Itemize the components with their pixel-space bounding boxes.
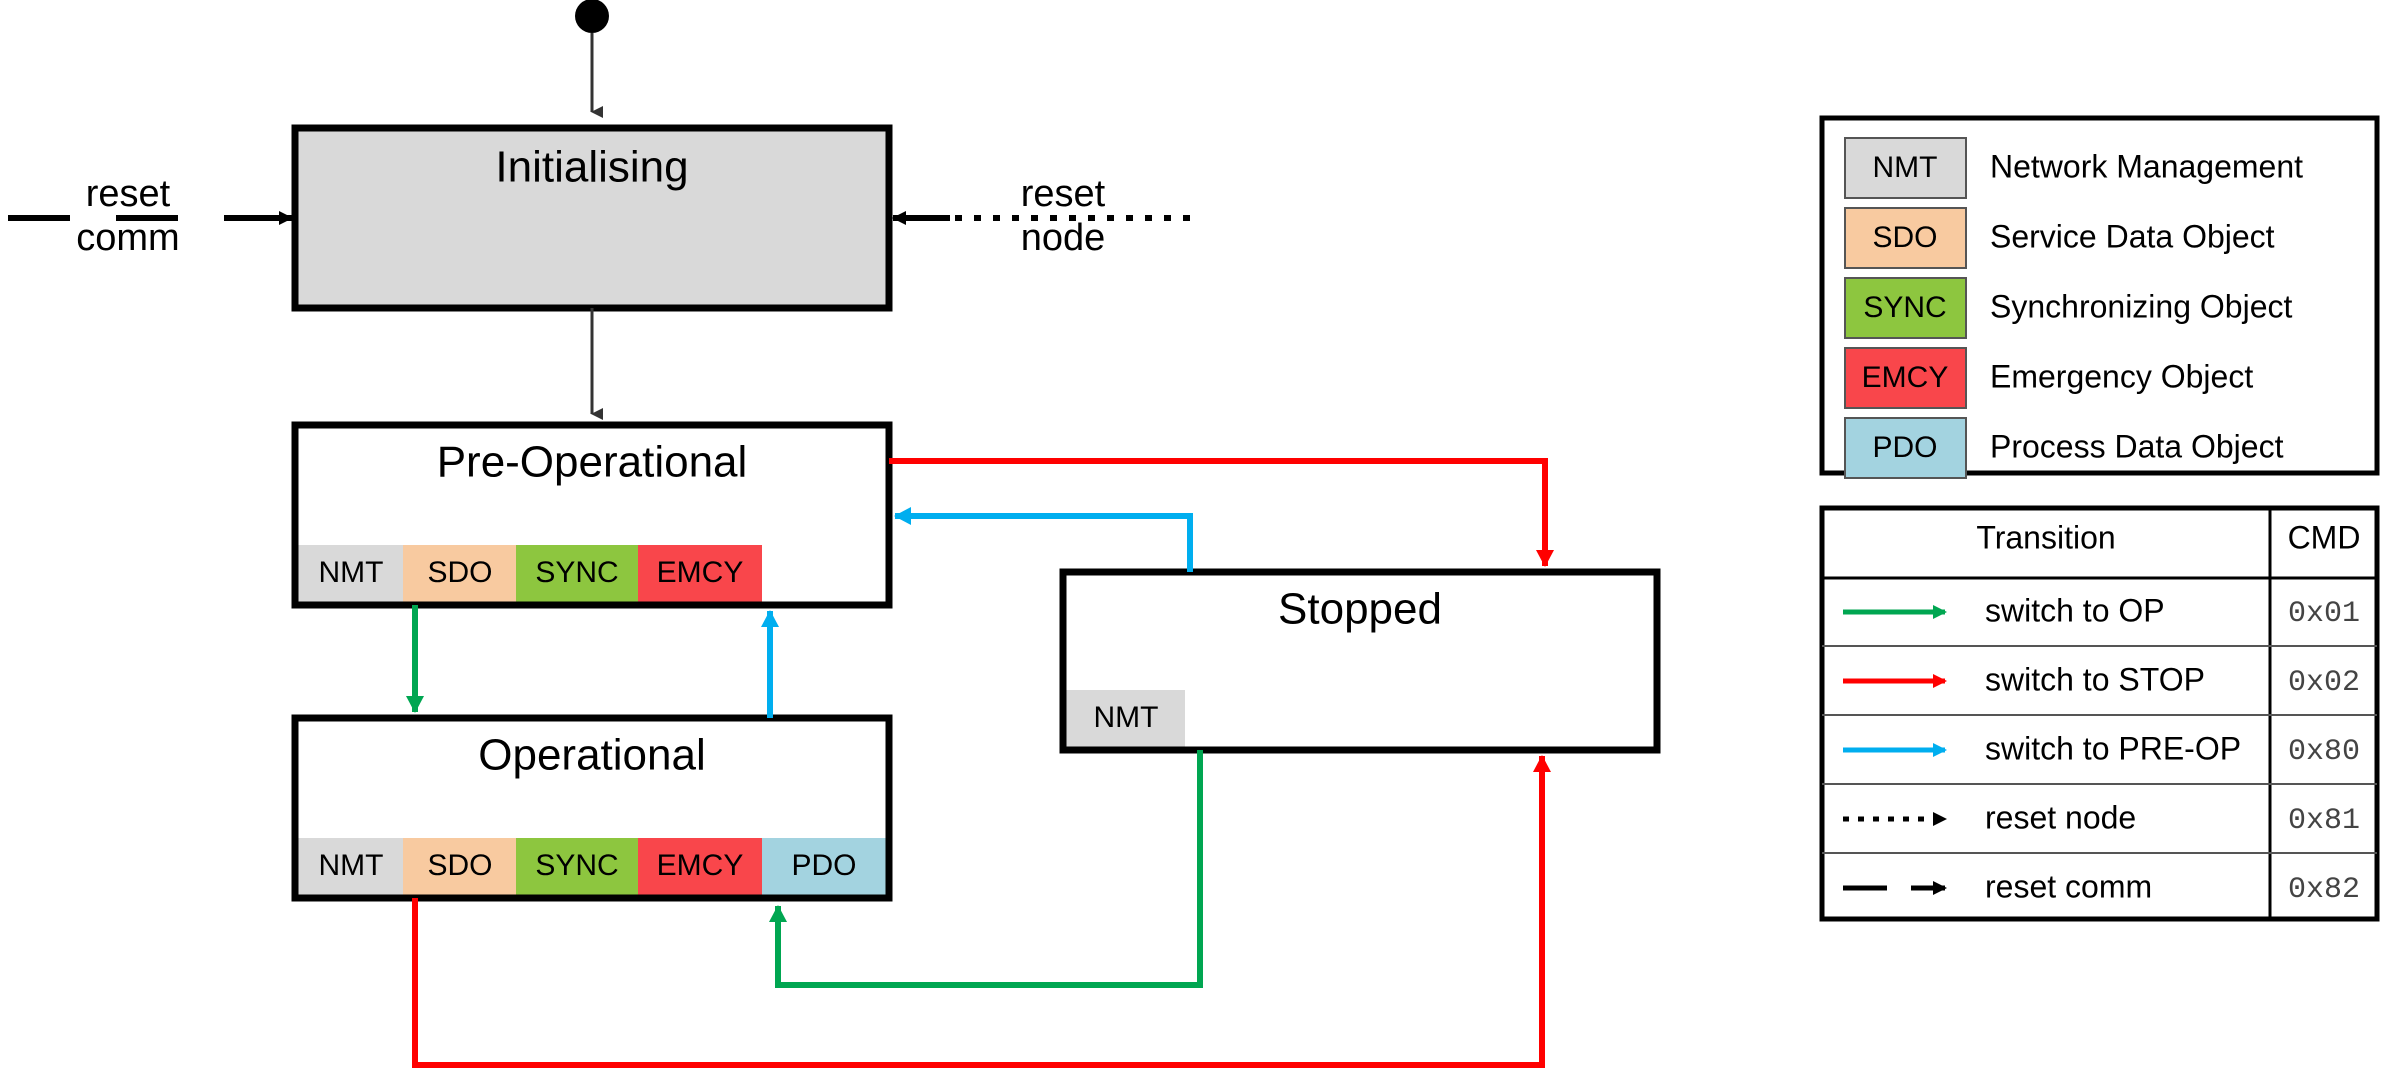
table-row: reset comm 0x82 bbox=[1843, 868, 2360, 907]
legend-abbr-nmt: NMT bbox=[1873, 151, 1938, 184]
state-stopped-label: Stopped bbox=[1278, 585, 1442, 634]
state-operational-services: NMT SDO SYNC EMCY PDO bbox=[298, 838, 886, 895]
table-header-cmd: CMD bbox=[2288, 519, 2361, 555]
legend-abbr-sync: SYNC bbox=[1863, 291, 1946, 324]
edge-preop-to-stopped bbox=[889, 458, 1554, 567]
badge-emcy-label: EMCY bbox=[657, 556, 744, 589]
badge-sdo bbox=[403, 838, 516, 895]
state-pre-operational[interactable]: NMT SDO SYNC EMCY Pre-Operational bbox=[291, 421, 893, 609]
badge-emcy bbox=[638, 545, 762, 602]
badge-nmt-label: NMT bbox=[319, 556, 384, 589]
state-operational-label: Operational bbox=[478, 731, 705, 780]
edge-reset-node-label-line2: node bbox=[1021, 217, 1106, 259]
badge-nmt bbox=[298, 545, 403, 602]
edge-reset-comm: reset comm bbox=[8, 173, 293, 259]
table-cmd-switch-to-pre-op: 0x80 bbox=[2288, 735, 2360, 769]
legend-desc-sync: Synchronizing Object bbox=[1990, 288, 2292, 324]
badge-sync-label: SYNC bbox=[535, 556, 618, 589]
table-cmd-reset-comm: 0x82 bbox=[2288, 873, 2360, 907]
state-stopped-services: NMT bbox=[1066, 690, 1185, 747]
table-row: switch to PRE-OP 0x80 bbox=[1843, 730, 2360, 769]
badge-sync-label: SYNC bbox=[535, 849, 618, 882]
legend-swatch-nmt bbox=[1844, 137, 1967, 199]
state-operational-border bbox=[291, 714, 893, 902]
badge-nmt-label: NMT bbox=[1094, 701, 1159, 734]
state-pre-operational-label: Pre-Operational bbox=[437, 438, 748, 487]
legend-row: SDO Service Data Object bbox=[1844, 207, 2275, 269]
state-stopped[interactable]: NMT Stopped bbox=[1059, 568, 1661, 754]
edge-reset-comm-label-line1: reset bbox=[86, 173, 171, 215]
legend-swatch-pdo bbox=[1844, 417, 1967, 479]
state-pre-operational-services: NMT SDO SYNC EMCY bbox=[298, 545, 762, 602]
legend-swatch-emcy bbox=[1844, 347, 1967, 409]
edge-op-to-stopped bbox=[412, 755, 1551, 1068]
badge-sdo-label: SDO bbox=[427, 849, 492, 882]
state-pre-operational-border bbox=[291, 421, 893, 609]
edge-stopped-to-preop bbox=[894, 507, 1193, 572]
state-initialising[interactable]: Initialising bbox=[291, 124, 893, 312]
table-row: switch to STOP 0x02 bbox=[1843, 661, 2360, 700]
legend-abbr-pdo: PDO bbox=[1872, 431, 1937, 464]
edge-stopped-to-op bbox=[769, 750, 1203, 988]
legend-abbr-emcy: EMCY bbox=[1862, 361, 1949, 394]
badge-sync bbox=[516, 838, 638, 895]
legend-desc-emcy: Emergency Object bbox=[1990, 358, 2253, 394]
badge-nmt bbox=[1066, 690, 1185, 747]
transition-table-border bbox=[1819, 505, 2380, 922]
badge-sync bbox=[516, 545, 638, 602]
badge-emcy-label: EMCY bbox=[657, 849, 744, 882]
badge-nmt-label: NMT bbox=[319, 849, 384, 882]
state-stopped-border bbox=[1059, 568, 1661, 754]
legend-row: PDO Process Data Object bbox=[1844, 417, 2284, 479]
badge-emcy bbox=[638, 838, 762, 895]
initial-state-dot bbox=[575, 0, 609, 33]
table-row: switch to OP 0x01 bbox=[1843, 592, 2360, 631]
table-label-switch-to-stop: switch to STOP bbox=[1985, 661, 2205, 697]
table-label-reset-comm: reset comm bbox=[1985, 868, 2152, 904]
initial-state-marker bbox=[575, 0, 609, 118]
table-label-reset-node: reset node bbox=[1985, 799, 2136, 835]
table-cmd-reset-node: 0x81 bbox=[2288, 804, 2360, 838]
transition-table: Transition CMD switch to OP 0x01 switch … bbox=[1819, 505, 2380, 922]
legend-swatch-sdo bbox=[1844, 207, 1967, 269]
table-header-transition: Transition bbox=[1976, 519, 2115, 555]
badge-nmt bbox=[298, 838, 403, 895]
badge-sdo bbox=[403, 545, 516, 602]
badge-sdo-label: SDO bbox=[427, 556, 492, 589]
legend-row: SYNC Synchronizing Object bbox=[1844, 277, 2292, 339]
table-cmd-switch-to-op: 0x01 bbox=[2288, 597, 2360, 631]
edge-reset-node-label-line1: reset bbox=[1021, 173, 1106, 215]
badge-pdo bbox=[762, 838, 886, 895]
edge-reset-comm-label-line2: comm bbox=[76, 217, 179, 259]
badge-pdo-label: PDO bbox=[791, 849, 856, 882]
table-row: reset node 0x81 bbox=[1843, 799, 2360, 838]
legend-abbr-sdo: SDO bbox=[1872, 221, 1937, 254]
legend-row: NMT Network Management bbox=[1844, 137, 2303, 199]
state-initialising-body bbox=[295, 128, 889, 308]
table-label-switch-to-op: switch to OP bbox=[1985, 592, 2165, 628]
legend-row: EMCY Emergency Object bbox=[1844, 347, 2253, 409]
table-label-switch-to-pre-op: switch to PRE-OP bbox=[1985, 730, 2241, 766]
legend-panel: NMT Network Management SDO Service Data … bbox=[1819, 115, 2380, 479]
state-operational[interactable]: NMT SDO SYNC EMCY PDO Operational bbox=[291, 714, 893, 902]
legend-desc-pdo: Process Data Object bbox=[1990, 428, 2284, 464]
legend-swatch-sync bbox=[1844, 277, 1967, 339]
legend-desc-nmt: Network Management bbox=[1990, 148, 2303, 184]
legend-desc-sdo: Service Data Object bbox=[1990, 218, 2275, 254]
table-cmd-switch-to-stop: 0x02 bbox=[2288, 666, 2360, 700]
edge-reset-node: reset node bbox=[892, 173, 1190, 259]
state-initialising-label: Initialising bbox=[495, 143, 688, 192]
